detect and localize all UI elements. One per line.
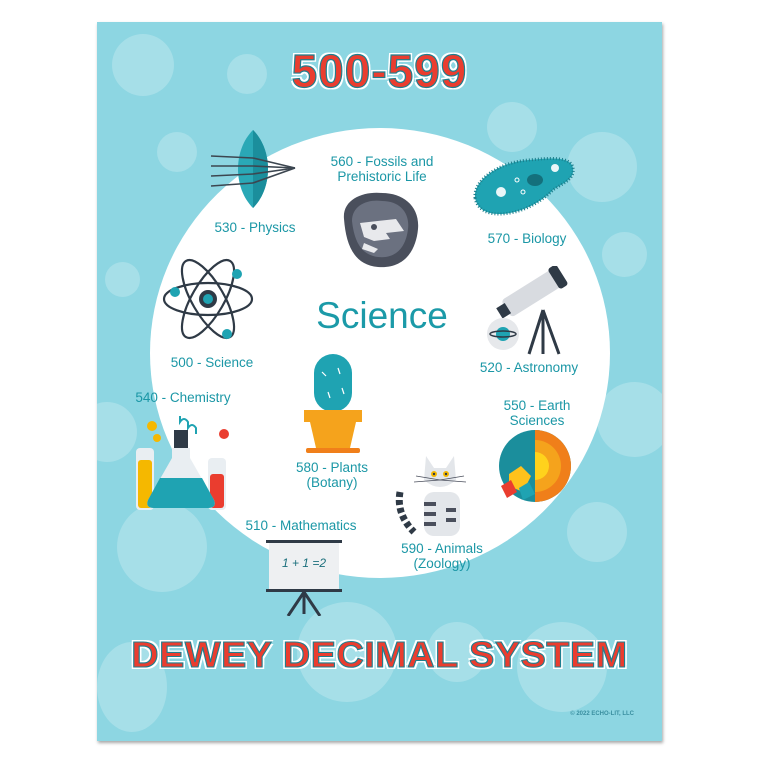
range-heading: 500-599 <box>291 44 468 97</box>
bubble-decoration <box>567 132 637 202</box>
whiteboard-bottom-bar <box>266 589 342 592</box>
bubble-decoration <box>297 602 397 702</box>
category-label-570: 570 - Biology <box>487 231 567 246</box>
category-label-560-line1: 560 - Fossils and <box>330 154 434 169</box>
fossil-icon <box>343 192 419 268</box>
category-label-550-line1: 550 - Earth <box>503 398 571 413</box>
bubble-decoration <box>487 102 537 152</box>
category-label-510: 510 - Mathematics <box>245 518 357 533</box>
paramecium-icon <box>473 156 575 216</box>
bubble-decoration <box>597 382 662 457</box>
category-label-560-line2: Prehistoric Life <box>337 169 427 184</box>
whiteboard-surface <box>269 543 339 589</box>
cat-icon <box>395 456 467 536</box>
poster-title: DEWEY DECIMAL SYSTEM <box>131 633 628 675</box>
category-label-580: 580 - Plants (Botany) <box>277 460 387 490</box>
cactus-icon <box>304 354 362 453</box>
whiteboard-top-bar <box>266 540 342 543</box>
bubble-decoration <box>602 232 647 277</box>
whiteboard-text: 1 + 1 =2 <box>281 556 327 570</box>
category-label-500: 500 - Science <box>170 355 254 370</box>
whiteboard-icon: 1 + 1 =2 <box>266 540 342 616</box>
bubble-decoration <box>105 262 140 297</box>
category-label-550-line2: Sciences <box>509 413 565 428</box>
earth-layers-icon <box>499 430 571 502</box>
category-label-590-line2: (Zoology) <box>413 556 471 571</box>
bubble-decoration <box>427 622 487 682</box>
bubble-decoration <box>157 132 197 172</box>
atom-icon <box>162 258 254 340</box>
bubble-decoration <box>112 34 174 96</box>
bubble-decoration <box>227 54 267 94</box>
copyright-notice: © 2022 ECHO-LIT, LLC <box>570 711 634 717</box>
category-label-590: 590 - Animals (Zoology) <box>387 541 497 571</box>
category-label-560: 560 - Fossils and Prehistoric Life <box>307 154 457 184</box>
bubble-decoration <box>97 642 167 732</box>
lab-flasks-icon <box>136 416 229 510</box>
telescope-icon <box>487 266 568 355</box>
bubble-decoration <box>567 502 627 562</box>
lens-icon <box>210 130 296 208</box>
bubble-decoration <box>517 622 607 712</box>
easel-legs-icon <box>286 592 322 616</box>
category-label-520: 520 - Astronomy <box>479 360 579 375</box>
subject-heading: Science <box>316 295 448 336</box>
dewey-poster: 500-599 Science 530 - Physics 560 - Foss… <box>97 22 662 741</box>
category-label-550: 550 - Earth Sciences <box>482 398 592 428</box>
category-label-530: 530 - Physics <box>214 220 296 235</box>
category-label-540: 540 - Chemistry <box>135 390 231 405</box>
category-label-580-line1: 580 - Plants <box>295 460 369 475</box>
category-label-590-line1: 590 - Animals <box>401 541 483 556</box>
bubble-decoration <box>117 502 207 592</box>
category-label-580-line2: (Botany) <box>306 475 358 490</box>
